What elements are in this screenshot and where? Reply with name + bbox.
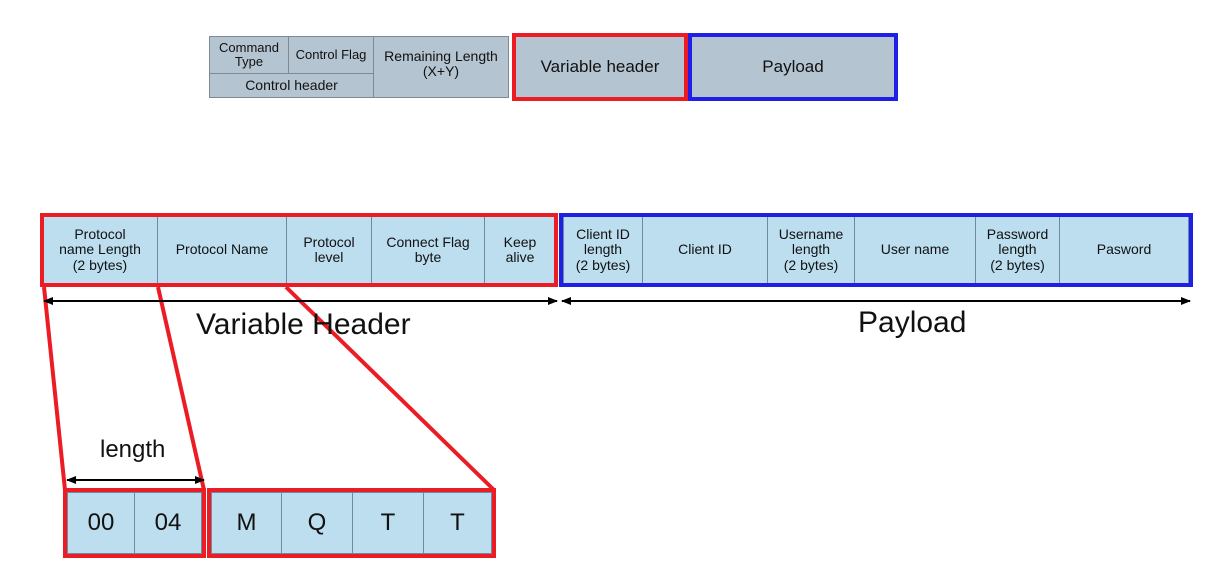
payload-label: Payload [858, 306, 967, 339]
byte-cell: 00 [67, 492, 135, 554]
variable-header-label: Variable Header [196, 308, 411, 341]
field-user-name: User name [854, 215, 976, 285]
variable-header-fields-frame [40, 213, 558, 287]
variable-header-highlight [512, 33, 688, 101]
control-header-cell: Control header [209, 73, 374, 98]
length-bytes-frame [63, 488, 206, 558]
zoom-line-mid [156, 286, 206, 491]
remaining-length-cell: Remaining Length (X+Y) [373, 36, 509, 98]
byte-cell: T [352, 492, 424, 554]
field-connect-flag-byte: Connect Flag byte [371, 215, 485, 285]
byte-cell: M [211, 492, 282, 554]
field-password: Pasword [1059, 215, 1189, 285]
byte-cell: 04 [134, 492, 202, 554]
variable-header-cell: Variable header [514, 35, 686, 99]
zoom-line-left [42, 286, 67, 491]
field-keep-alive: Keep alive [484, 215, 556, 285]
byte-cell: T [423, 492, 492, 554]
field-protocol-name-length: Protocol name Length (2 bytes) [42, 215, 158, 285]
field-protocol-level: Protocol level [286, 215, 372, 285]
field-protocol-name: Protocol Name [157, 215, 287, 285]
payload-highlight [688, 33, 898, 101]
field-client-id-length: Client ID length (2 bytes) [563, 215, 643, 285]
command-type-cell: Command Type [209, 36, 289, 74]
zoom-line-right [284, 285, 496, 492]
protocol-name-bytes-frame [207, 488, 496, 558]
length-label: length [100, 436, 166, 463]
payload-fields-frame [559, 213, 1193, 287]
